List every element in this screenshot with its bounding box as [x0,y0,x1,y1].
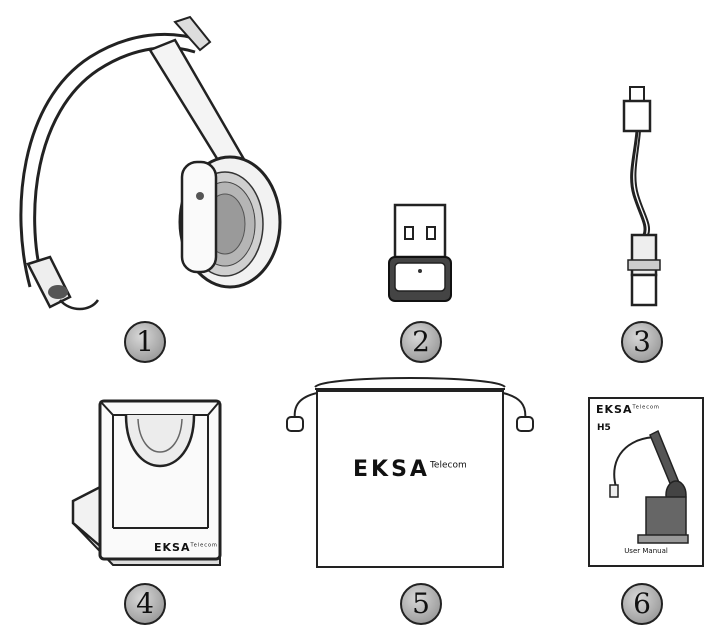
user-manual-illustration: EKSATelecom H5 User Manual [588,397,704,567]
storage-bag-illustration: EKSATelecom [285,375,535,570]
item-number: 1 [136,325,154,358]
manual-brand-label: EKSATelecom [596,403,660,416]
item-number-badge: 2 [400,321,442,363]
item-number: 4 [136,587,154,620]
manual-footer-label: User Manual [624,547,668,555]
item-number: 3 [633,325,651,358]
item-number-badge: 1 [124,321,166,363]
manual-model-label: H5 [597,423,611,433]
usb-dongle-illustration [385,203,455,303]
usb-cable-illustration [610,85,670,310]
charging-base-illustration: EKSATelecom [68,393,233,571]
item-number-badge: 6 [621,583,663,625]
item-number: 2 [412,325,430,358]
item-number-badge: 3 [621,321,663,363]
headset-illustration [10,12,282,327]
item-number: 5 [412,587,430,620]
base-brand-label: EKSATelecom [154,541,218,554]
bag-brand-label: EKSATelecom [353,457,467,482]
item-number-badge: 5 [400,583,442,625]
item-number: 6 [633,587,651,620]
item-number-badge: 4 [124,583,166,625]
